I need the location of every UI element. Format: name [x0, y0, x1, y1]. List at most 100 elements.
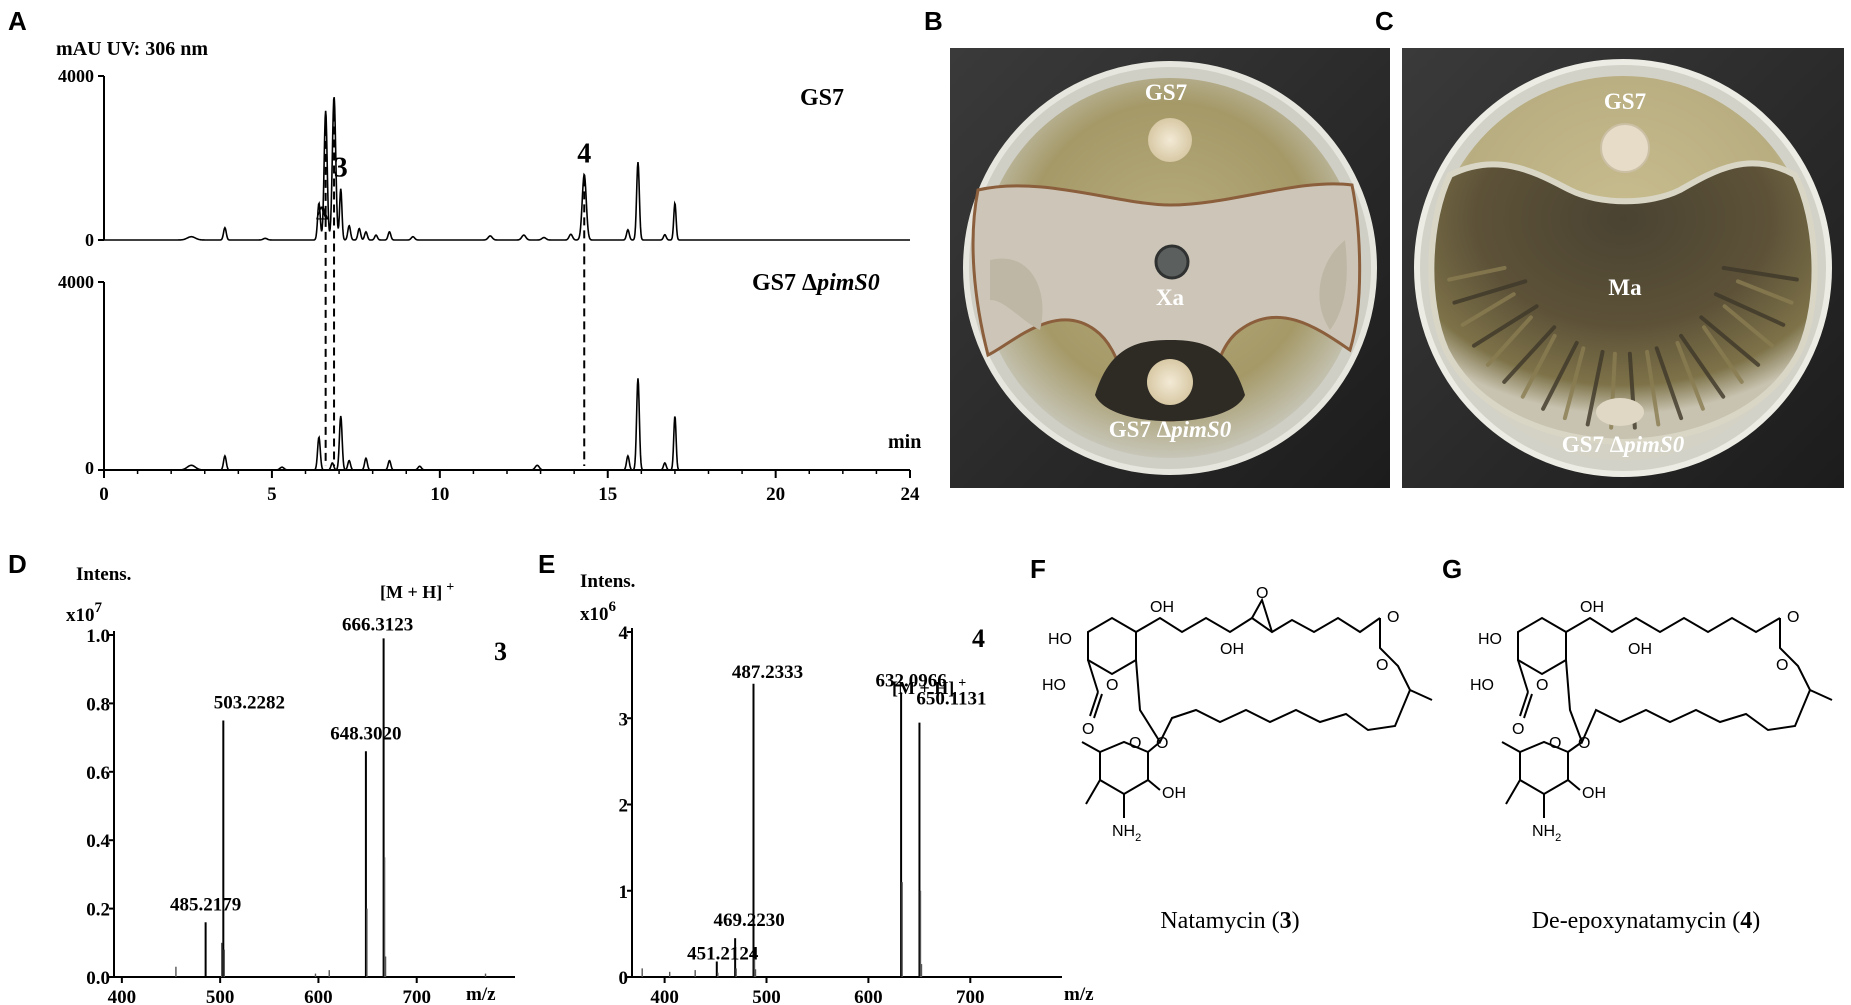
panel-g-atom-oh-1: OH	[1580, 599, 1604, 616]
panel-f-sugar-substituents	[1081, 741, 1161, 818]
panel-f-macrolide-upper	[1135, 616, 1381, 634]
panel-f-atom-o-lactone: O	[1387, 609, 1399, 626]
panel-label-b: B	[924, 6, 943, 36]
panel-e-scale: x106	[580, 599, 617, 625]
panel-c-mycelium-ray	[1452, 279, 1528, 305]
panel-g-atom-oh-2: OH	[1628, 641, 1652, 658]
panel-label-a: A	[8, 6, 27, 36]
panel-d-xtick-label: 600	[304, 987, 333, 1005]
panel-f-carbonyl	[1089, 691, 1103, 719]
panel-c-mycelium-ray	[1562, 346, 1586, 421]
panel-a-dashed-guides	[324, 100, 586, 466]
panel-c-mycelium-ray	[1735, 279, 1794, 305]
panel-e-peak-label: 650.1131	[916, 689, 986, 710]
panel-c-gs7-colony	[1600, 123, 1650, 173]
panel-e-ytick-label: 3	[619, 709, 629, 730]
panel-c-mycelium-rays	[1447, 265, 1799, 430]
panel-f-atom-oh-sugar: OH	[1162, 785, 1186, 802]
panel-g-atom-o-ring: O	[1536, 677, 1548, 694]
panel-d-ytick-label: 0.6	[86, 763, 110, 784]
panel-f-caption: Natamycin (3)	[1160, 908, 1299, 934]
panel-d-peak-label: 666.3123	[342, 614, 413, 635]
panel-a-ytick-top-max: 4000	[58, 66, 94, 86]
panel-a-x-unit: min	[888, 431, 921, 453]
panel-d-ytick-label: 0.8	[86, 694, 110, 715]
panel-label-d: D	[8, 549, 27, 579]
panel-g-atom-ho-acid: HO	[1470, 677, 1494, 694]
panel-f-atom-o-ester: O	[1376, 657, 1388, 674]
panel-f-ester	[1379, 618, 1433, 701]
panel-c-mutant-colony	[1596, 398, 1644, 426]
panel-e-ytick-label: 0	[619, 968, 629, 989]
panel-c-mycelium-ray	[1699, 315, 1761, 367]
panel-c-mycelium-ray	[1701, 325, 1744, 384]
panel-e-ylabel: Intens.	[580, 571, 635, 592]
panel-g-pyranose-ring	[1517, 616, 1567, 676]
panel-g-ester	[1779, 618, 1833, 701]
panel-a-bottom-trace-label: GS7 ΔpimS0	[752, 270, 880, 296]
panel-a-top-trace-label: GS7	[800, 85, 844, 111]
panel-c-mycelium-ray	[1447, 265, 1507, 282]
panel-c-mycelium-ray	[1679, 333, 1726, 399]
panel-label-c: C	[1375, 6, 1394, 36]
panel-b-mycelium	[971, 182, 1362, 422]
panel-c-label-gs7: GS7	[1604, 89, 1646, 114]
panel-c-mycelium-ray	[1485, 315, 1533, 367]
panel-a-xtick-label: 24	[901, 484, 921, 505]
panel-a-peak-4-label: 4	[577, 138, 591, 169]
panel-a-ylabel: mAU UV: 306 nm	[56, 38, 208, 60]
panel-d-ylabel: Intens.	[76, 564, 131, 585]
panel-b-label-xa: Xa	[1156, 285, 1185, 310]
panel-c-mycelium-ray	[1502, 325, 1557, 384]
panel-d-peak-label: 485.2179	[170, 894, 241, 915]
panel-f-epoxide	[1251, 597, 1273, 633]
panel-f-pyranose-ring	[1087, 616, 1137, 676]
panel-a-peak-3-label: 3	[334, 153, 348, 184]
panel-d-xtick-label: 700	[402, 987, 431, 1005]
panel-f-glycosidic-bond	[1147, 741, 1161, 753]
panel-d-ytick-label: 0.0	[86, 968, 110, 989]
panel-g-carbonyl	[1519, 691, 1533, 719]
panel-f-atom-ho-acid: HO	[1042, 677, 1066, 694]
panel-b-gs7-colony	[1148, 118, 1192, 162]
panel-a-xtick-label: 5	[267, 484, 277, 505]
panel-g-atom-ho-top: HO	[1478, 631, 1502, 648]
panel-e-peak-label: 451.2124	[687, 943, 759, 964]
panel-e-peak-label: 469.2230	[714, 910, 785, 931]
panel-e-ytick-label: 4	[619, 623, 629, 644]
panel-f-atom-o-ring: O	[1106, 677, 1118, 694]
panel-g-caption: De-epoxynatamycin (4)	[1532, 908, 1761, 934]
panel-g-atom-o-sugar: O	[1549, 735, 1561, 752]
panel-d-x-unit: m/z	[466, 984, 496, 1005]
panel-d-scale: x107	[66, 600, 103, 626]
panel-c-label-mutant: GS7 ΔpimS0	[1562, 432, 1685, 457]
panel-c-mycelium-ray	[1675, 340, 1705, 411]
panel-f-atom-oh-1: OH	[1150, 599, 1174, 616]
panel-b-mycelium-shade	[990, 258, 1043, 330]
panel-g-sugar-substituents	[1501, 741, 1581, 818]
panel-e-xtick-label: 700	[956, 987, 985, 1005]
panel-c-mycelium-ray	[1541, 340, 1579, 411]
panel-g-atom-o-lactone: O	[1787, 609, 1799, 626]
panel-a-bottom-trace	[104, 378, 910, 471]
panel-g-atom-nh2: NH2	[1532, 823, 1561, 844]
panel-b-xa-plug	[1154, 244, 1190, 280]
panel-d-adduct-label: [M + H]+	[380, 580, 454, 602]
panel-c-plate: GS7 Ma GS7 ΔpimS0	[1402, 48, 1844, 488]
panel-c-mycelium	[1428, 160, 1818, 446]
panel-f-carboxyl-bond	[1087, 659, 1099, 693]
panel-c-mycelium-ray	[1520, 333, 1557, 399]
panel-f-atom-oh-2: OH	[1220, 641, 1244, 658]
panel-g-atom-oh-sugar: OH	[1582, 785, 1606, 802]
panel-c-label-ma: Ma	[1608, 275, 1642, 300]
panel-f-atom-o-sugar: O	[1129, 735, 1141, 752]
panel-label-g: G	[1442, 554, 1462, 584]
panel-f-structure: HO HO O O OH OH O O O O O OH NH2 Natamyc…	[1042, 585, 1433, 934]
panel-b-label-gs7: GS7	[1145, 80, 1187, 105]
panel-c-mycelium-ray	[1721, 265, 1799, 282]
panel-c-mycelium-ray	[1585, 349, 1605, 427]
panel-c-mycelium-ray	[1722, 304, 1775, 348]
